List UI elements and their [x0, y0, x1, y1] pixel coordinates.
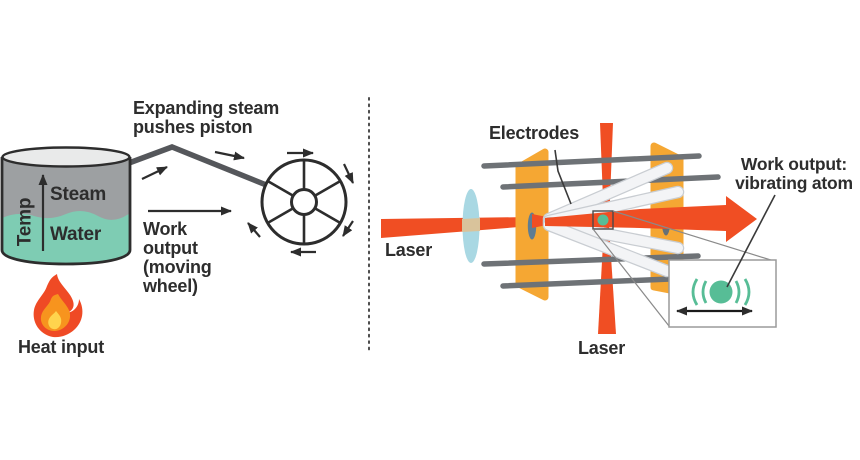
work-atom-caption: Work output: vibrating atom	[735, 154, 853, 193]
laser-beam-icon-horizontal	[545, 196, 757, 242]
temp-axis-label: Temp	[14, 197, 36, 247]
wheel-icon	[260, 158, 348, 246]
vibrating-atom-callout	[668, 259, 777, 328]
water-region	[2, 210, 130, 264]
atom-icon	[597, 214, 609, 226]
water-label: Water	[50, 224, 102, 245]
electrodes-label: Electrodes	[489, 123, 580, 143]
work-wheel-caption: Work output (moving wheel)	[143, 219, 212, 296]
pot-lid	[1, 146, 131, 168]
steam-label: Steam	[50, 184, 107, 205]
wheel-rotation-arrows	[247, 148, 354, 257]
vibration-waves-icon	[691, 278, 751, 306]
flame-icon	[33, 274, 83, 338]
laser-beam-left	[381, 217, 532, 238]
heat-input-label: Heat input	[18, 337, 104, 357]
piston-arrow-1	[141, 166, 168, 180]
callout-line-bottom	[592, 228, 670, 327]
piston-arrow-2	[214, 150, 245, 161]
lens-beam-tint	[462, 218, 480, 232]
callout-line-top	[612, 210, 775, 262]
boiler-pot-icon	[0, 146, 132, 266]
electrodes-pointer-line	[554, 149, 572, 205]
laser-horizontal-label: Laser	[385, 240, 433, 260]
flame-core	[48, 311, 62, 330]
piston-caption: Expanding steam pushes piston	[133, 98, 280, 137]
work-output-pointer-line	[726, 194, 776, 288]
piston-rod	[128, 144, 303, 202]
laser-vertical-label: Laser	[578, 338, 626, 358]
steam-engine-diagram	[0, 144, 354, 338]
atom-zoom-square	[592, 210, 614, 230]
atom-engine-diagram	[381, 123, 777, 334]
wheel-hub	[290, 188, 318, 216]
pot-outline	[0, 157, 132, 266]
